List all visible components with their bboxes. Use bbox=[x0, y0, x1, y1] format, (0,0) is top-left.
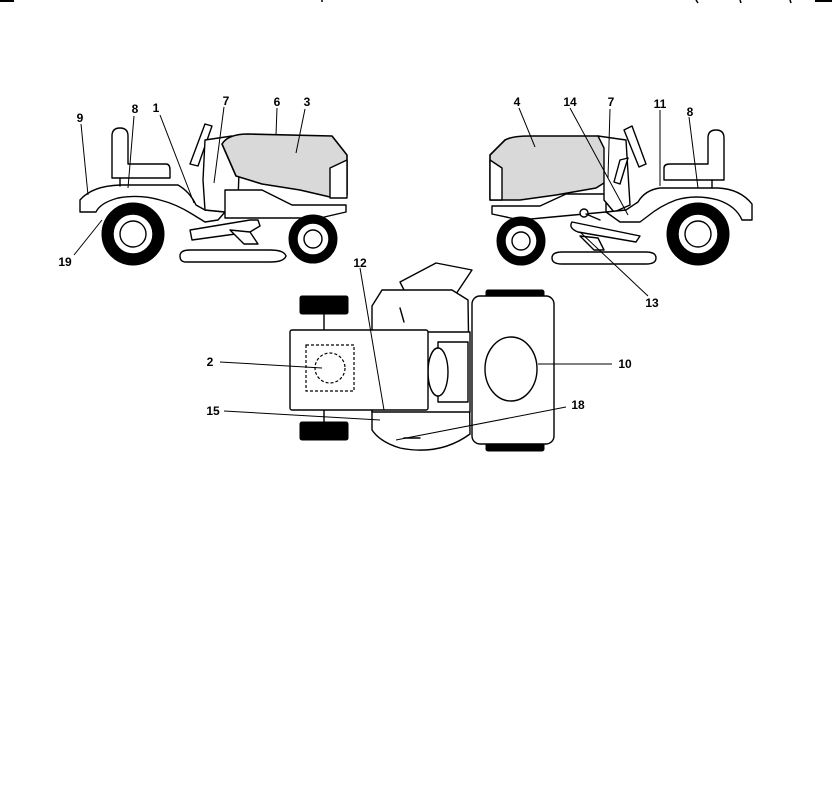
callout-8-left: 8 bbox=[132, 102, 139, 116]
callout-9: 9 bbox=[77, 111, 84, 125]
callout-labels: 1 7 6 3 8 9 19 4 14 7 11 8 13 12 2 10 15… bbox=[58, 94, 693, 418]
callout-3: 3 bbox=[304, 95, 311, 109]
callout-13: 13 bbox=[645, 296, 659, 310]
callout-4: 4 bbox=[514, 95, 521, 109]
hood bbox=[221, 133, 348, 198]
seat bbox=[111, 127, 171, 179]
front-grille bbox=[329, 159, 348, 199]
callout-19: 19 bbox=[58, 255, 72, 269]
leader-lines bbox=[73, 106, 699, 441]
callout-11: 11 bbox=[654, 97, 667, 111]
callout-18: 18 bbox=[571, 398, 585, 412]
callout-10: 10 bbox=[618, 357, 632, 371]
rear-fender bbox=[605, 187, 753, 223]
callout-8-right: 8 bbox=[687, 105, 694, 119]
callout-1: 1 bbox=[153, 101, 160, 115]
mower-deck bbox=[551, 251, 657, 265]
headlight-oval bbox=[484, 336, 538, 402]
callout-2: 2 bbox=[207, 355, 214, 369]
callout-6: 6 bbox=[274, 95, 281, 109]
rear-body bbox=[289, 329, 429, 411]
callout-7-left: 7 bbox=[223, 94, 230, 108]
rear-wheel-bottom bbox=[299, 421, 349, 441]
mower-deck bbox=[179, 249, 287, 263]
top-edge-marks bbox=[0, 0, 832, 4]
front-grille bbox=[489, 159, 503, 201]
callout-15: 15 bbox=[206, 404, 220, 418]
callout-12: 12 bbox=[353, 256, 367, 270]
tractor-right-side-view bbox=[489, 125, 753, 266]
callout-14: 14 bbox=[563, 95, 577, 109]
rear-fender bbox=[79, 184, 226, 223]
seat-outline bbox=[305, 344, 355, 392]
steering-wheel bbox=[623, 125, 647, 168]
frame bbox=[224, 189, 347, 219]
tractor-top-view bbox=[289, 262, 555, 452]
callout-7-right: 7 bbox=[608, 95, 615, 109]
steering-wheel bbox=[189, 123, 213, 167]
tractor-left-side-view bbox=[79, 123, 348, 266]
rear-wheel-top bbox=[299, 295, 349, 315]
seat bbox=[663, 129, 725, 181]
footrest bbox=[189, 219, 261, 241]
footrest bbox=[570, 221, 641, 243]
hood bbox=[489, 135, 615, 201]
